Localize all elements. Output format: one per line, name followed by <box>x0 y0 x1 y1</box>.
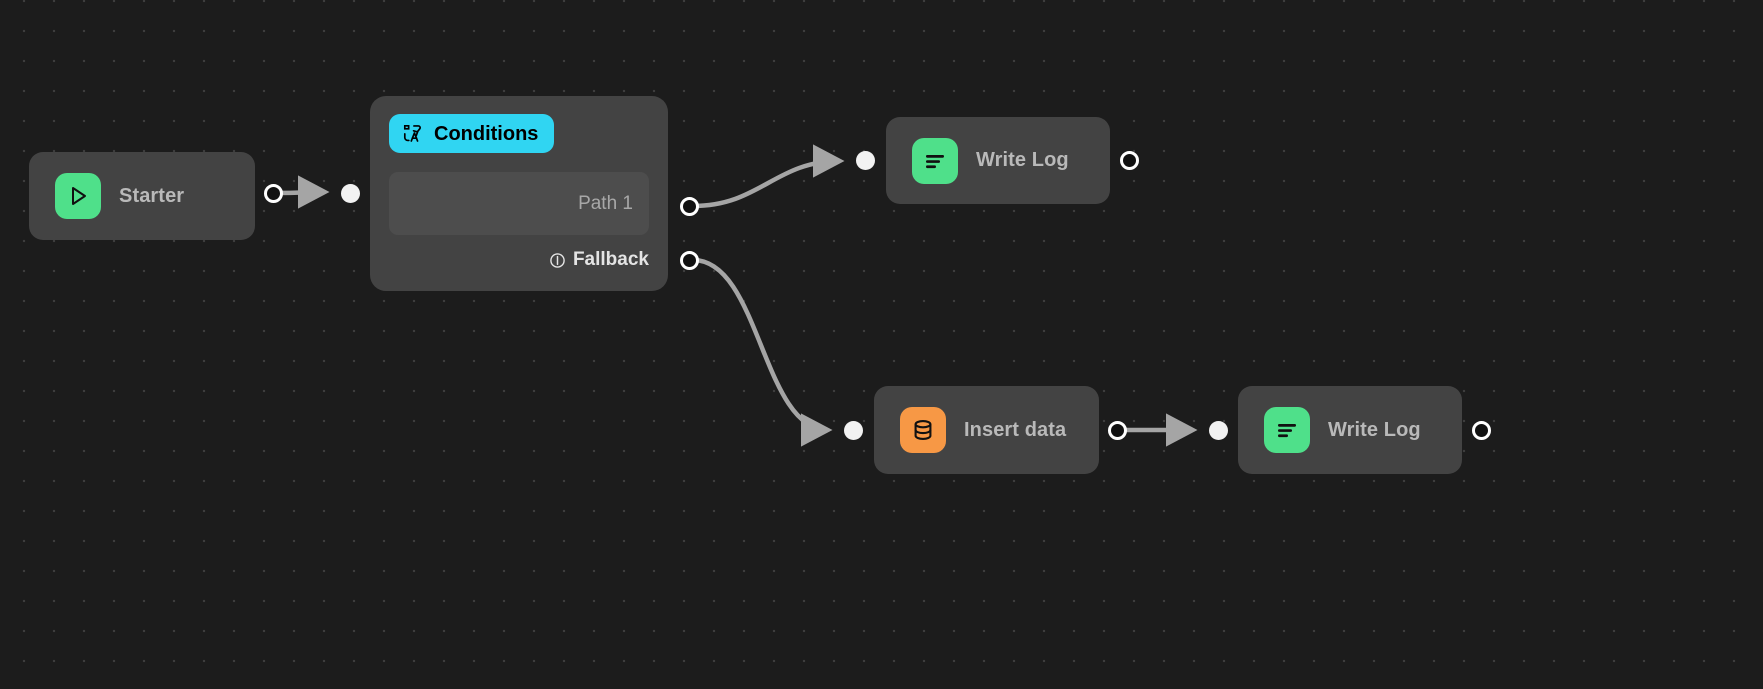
port-write-log-top-input[interactable] <box>856 151 875 170</box>
port-insert-data-output[interactable] <box>1108 421 1127 440</box>
node-conditions[interactable]: Conditions Path 1 Fallback <box>370 96 668 291</box>
node-starter[interactable]: Starter <box>29 152 255 240</box>
conditions-path-row[interactable]: Path 1 <box>389 172 649 235</box>
play-icon <box>55 173 101 219</box>
node-write-log-bottom[interactable]: Write Log <box>1238 386 1462 474</box>
conditions-path-label: Path 1 <box>578 192 633 214</box>
conditions-badge[interactable]: Conditions <box>389 114 555 153</box>
conditions-badge-label: Conditions <box>434 122 539 145</box>
conditions-fallback-row[interactable]: Fallback <box>389 249 649 271</box>
info-circle-icon <box>549 252 566 269</box>
node-insert-data[interactable]: Insert data <box>874 386 1099 474</box>
node-write-log-top-label: Write Log <box>976 149 1069 171</box>
lines-icon <box>912 137 958 184</box>
node-insert-data-content: Insert data <box>874 407 1092 453</box>
node-write-log-bottom-content: Write Log <box>1238 407 1447 453</box>
port-insert-data-input[interactable] <box>844 421 863 440</box>
port-starter-output[interactable] <box>264 184 283 203</box>
node-write-log-top[interactable]: Write Log <box>886 117 1110 204</box>
port-conditions-input[interactable] <box>341 184 360 203</box>
port-conditions-path1-output[interactable] <box>680 197 699 216</box>
node-write-log-bottom-label: Write Log <box>1328 418 1421 441</box>
database-icon <box>900 407 946 453</box>
edge-path1-to-write-log <box>692 144 845 209</box>
node-starter-label: Starter <box>119 184 185 207</box>
edge-fallback-to-insert-data <box>692 257 833 447</box>
branch-icon <box>402 123 423 144</box>
port-write-log-top-output[interactable] <box>1120 151 1139 170</box>
lines-icon <box>1264 407 1310 453</box>
node-write-log-top-content: Write Log <box>886 137 1095 184</box>
node-starter-content: Starter <box>29 173 210 219</box>
port-write-log-bottom-input[interactable] <box>1209 421 1228 440</box>
port-conditions-fallback-output[interactable] <box>680 251 699 270</box>
conditions-fallback-label: Fallback <box>572 249 649 270</box>
port-write-log-bottom-output[interactable] <box>1472 421 1491 440</box>
node-insert-data-label: Insert data <box>964 418 1067 441</box>
edge-starter-to-conditions <box>275 175 330 209</box>
